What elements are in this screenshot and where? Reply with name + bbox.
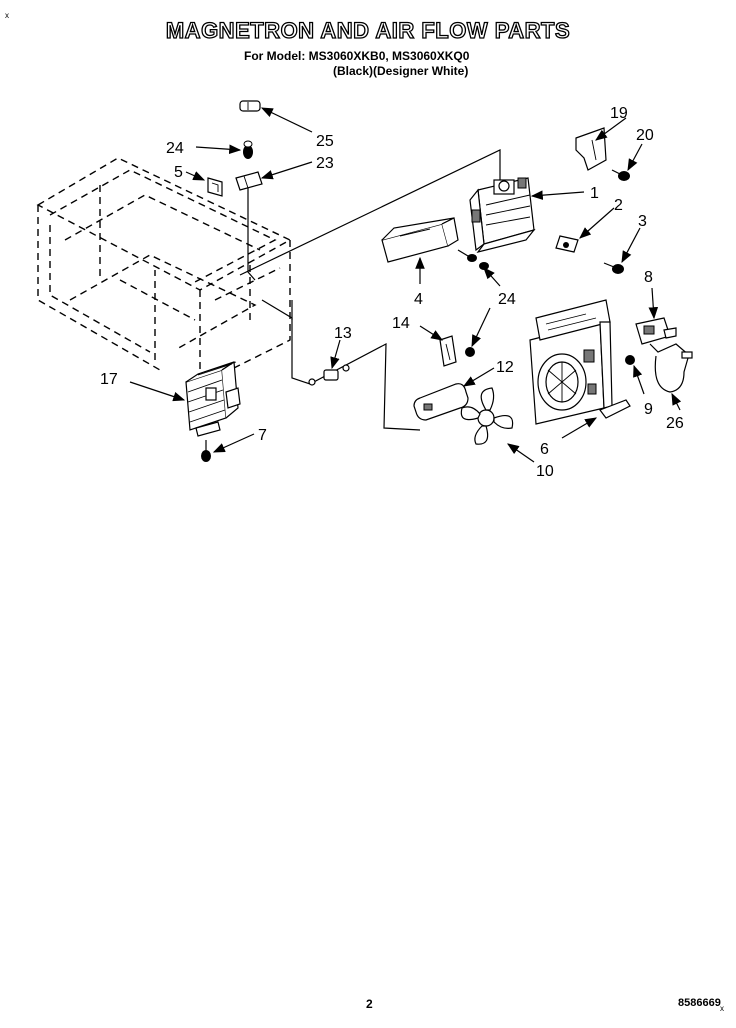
screw-9 bbox=[625, 355, 635, 365]
callout-8: 8 bbox=[644, 269, 653, 286]
fan-housing-6 bbox=[529, 299, 631, 425]
callout-labels: 25 24 23 5 19 20 1 2 3 4 24 8 13 14 12 1… bbox=[100, 105, 684, 480]
leader-lines bbox=[129, 107, 682, 463]
finish-line: (Black)(Designer White) bbox=[333, 64, 469, 78]
transformer-17 bbox=[185, 360, 241, 437]
callout-4: 4 bbox=[414, 291, 423, 308]
nut-24-top bbox=[243, 140, 253, 159]
callout-10: 10 bbox=[536, 463, 554, 480]
clip-5 bbox=[207, 177, 223, 197]
callout-23: 23 bbox=[316, 155, 334, 172]
callout-7: 7 bbox=[258, 427, 267, 444]
page-number: 2 bbox=[366, 997, 373, 1011]
callout-17: 17 bbox=[100, 371, 118, 388]
document-number: 8586669 bbox=[678, 997, 721, 1009]
screw-3 bbox=[603, 262, 624, 274]
callout-1: 1 bbox=[590, 185, 599, 202]
callout-9: 9 bbox=[644, 401, 653, 418]
fan-blade-10 bbox=[460, 387, 514, 445]
corner-mark: x bbox=[5, 11, 9, 20]
air-duct-4 bbox=[381, 217, 459, 263]
connector-13 bbox=[308, 364, 350, 386]
callout-19: 19 bbox=[610, 105, 628, 122]
capacitor-12 bbox=[413, 383, 469, 421]
callout-6: 6 bbox=[540, 441, 549, 458]
callout-12: 12 bbox=[496, 359, 514, 376]
screw-24-mid bbox=[457, 249, 489, 270]
callout-13: 13 bbox=[334, 325, 352, 342]
callout-2: 2 bbox=[614, 197, 623, 214]
callout-14: 14 bbox=[392, 315, 410, 332]
page-title: MAGNETRON AND AIR FLOW PARTS bbox=[165, 17, 571, 43]
model-line: For Model: MS3060XKB0, MS3060XKQ0 bbox=[244, 49, 470, 63]
callout-3: 3 bbox=[638, 213, 647, 230]
screw-24-low bbox=[465, 347, 475, 357]
bracket-23 bbox=[235, 171, 263, 191]
magnetron-1 bbox=[469, 177, 536, 253]
screw-7 bbox=[201, 440, 211, 462]
document-suffix: x bbox=[720, 1004, 724, 1013]
clip-2 bbox=[555, 235, 579, 253]
callout-25: 25 bbox=[316, 133, 334, 150]
wire-26 bbox=[654, 351, 693, 393]
callout-24-mid: 24 bbox=[498, 291, 516, 308]
callout-24-top: 24 bbox=[166, 140, 184, 157]
screw-20 bbox=[611, 169, 630, 181]
bracket-19 bbox=[575, 127, 607, 171]
switch-8 bbox=[635, 317, 691, 357]
callout-26: 26 bbox=[666, 415, 684, 432]
callout-5: 5 bbox=[174, 164, 183, 181]
clip-14 bbox=[439, 335, 457, 367]
screw-25 bbox=[239, 100, 261, 112]
callout-20: 20 bbox=[636, 127, 654, 144]
cabinet-outline bbox=[36, 157, 292, 386]
